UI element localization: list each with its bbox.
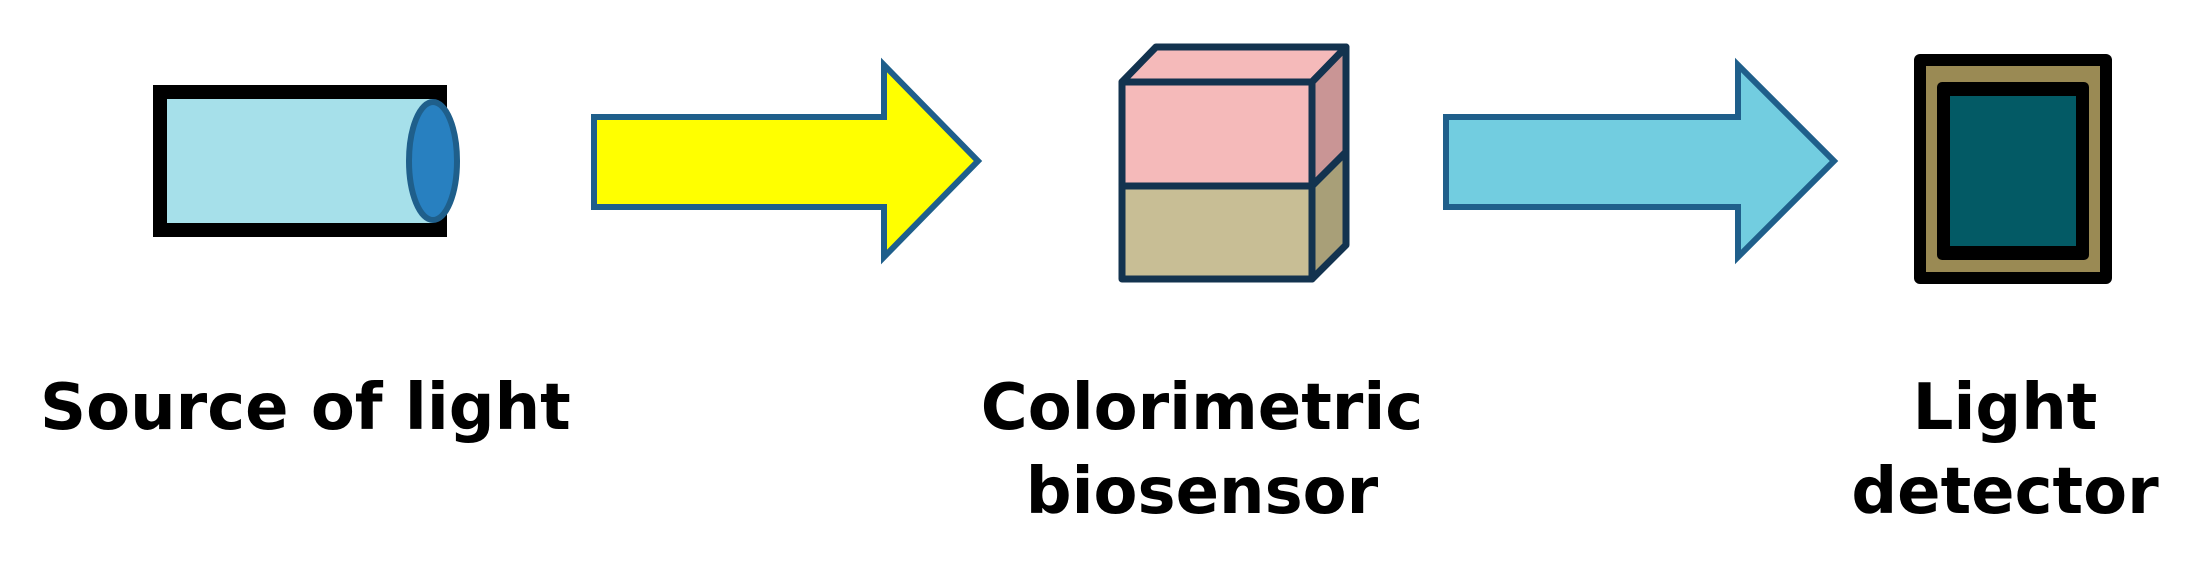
label-detector-line-2: detector [1851,455,2159,529]
label-detector-line-1: Light [1912,371,2098,445]
biosensor-cube-icon [1118,43,1350,283]
light-detector-icon [1914,54,2112,284]
arrow-biosensor-to-detector [1443,57,1839,265]
label-light-detector: Light detector [1820,366,2190,534]
arrow-source-to-biosensor [591,57,983,265]
label-biosensor-line-2: biosensor [1025,455,1379,529]
label-colorimetric-biosensor: Colorimetric biosensor [942,366,1462,534]
light-source-cylinder-icon [153,85,460,237]
label-source-of-light: Source of light [40,366,571,450]
label-source-line-1: Source of light [40,371,571,445]
label-biosensor-line-1: Colorimetric [980,371,1424,445]
